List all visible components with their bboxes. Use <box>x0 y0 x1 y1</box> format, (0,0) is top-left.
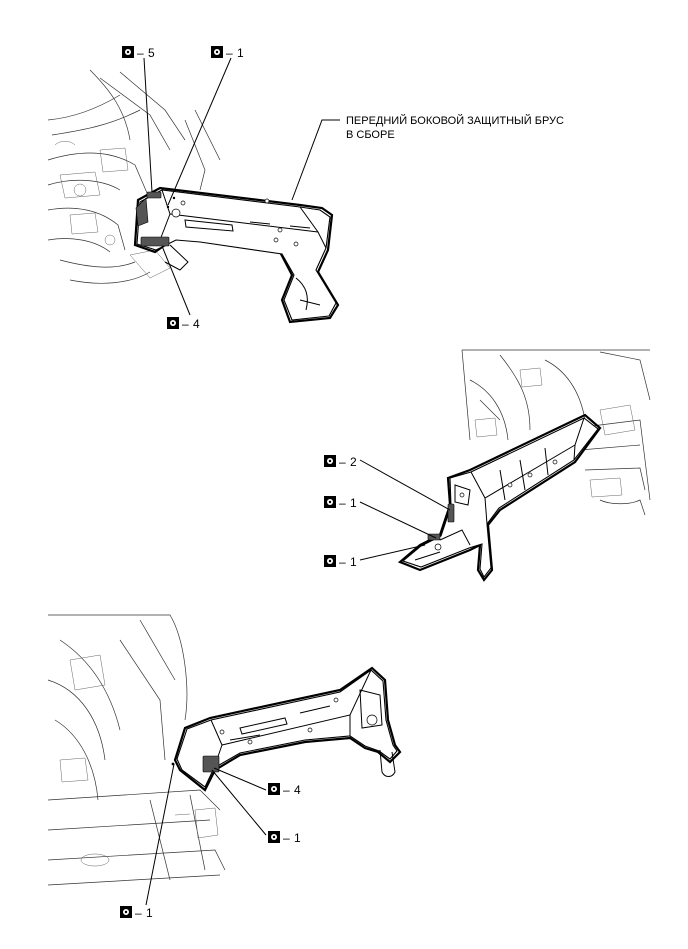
view-2-side-member-rail <box>397 413 602 582</box>
callout-separator: – <box>283 831 290 845</box>
callout-weld-5: – 5 <box>122 46 155 60</box>
part-label-line-1: ПЕРЕДНИЙ БОКОВОЙ ЗАЩИТНЫЙ БРУС <box>346 114 564 127</box>
callout-weld-1: – 1 <box>211 46 244 60</box>
weld-spot-symbol-icon <box>324 496 336 508</box>
callout-number: 1 <box>350 555 357 569</box>
view-3-body-structure <box>47 614 226 886</box>
weld-spot-symbol-icon <box>268 831 280 843</box>
callout-weld-2: – 2 <box>324 455 357 469</box>
weld-spot-symbol-icon <box>120 906 132 918</box>
callout-separator: – <box>283 783 290 797</box>
view-3: – 4 – 1 – 1 <box>47 614 402 920</box>
callout-number: 4 <box>294 783 301 797</box>
callout-separator: – <box>182 317 189 331</box>
callout-separator: – <box>339 455 346 469</box>
callout-weld-1: – 1 <box>324 496 357 510</box>
weld-spot-symbol-icon <box>122 46 134 58</box>
view-2: – 2 – 1 – 1 <box>324 349 651 582</box>
callout-number: 1 <box>237 46 244 60</box>
view-1-body-structure <box>47 69 221 284</box>
view-3-side-member-rail <box>171 666 402 792</box>
part-label-line-2: В СБОРЕ <box>346 129 395 141</box>
callout-separator: – <box>137 46 144 60</box>
callout-weld-4: – 4 <box>268 783 301 797</box>
weld-spot-symbol-icon <box>167 317 179 329</box>
view-1: ПЕРЕДНИЙ БОКОВОЙ ЗАЩИТНЫЙ БРУС В СБОРЕ –… <box>47 46 564 331</box>
weld-spot-symbol-icon <box>324 455 336 467</box>
callout-separator: – <box>135 906 142 920</box>
callout-separator: – <box>226 46 233 60</box>
callout-number: 5 <box>148 46 155 60</box>
view-1-side-member-rail <box>133 186 340 324</box>
callout-weld-1: – 1 <box>268 831 301 845</box>
callout-separator: – <box>339 496 346 510</box>
callout-number: 2 <box>350 455 357 469</box>
callout-weld-1: – 1 <box>120 906 153 920</box>
callout-weld-1: – 1 <box>324 555 357 569</box>
callout-number: 1 <box>294 831 301 845</box>
weld-spot-symbol-icon <box>324 555 336 567</box>
weld-spot-symbol-icon <box>211 46 223 58</box>
callout-number: 1 <box>146 906 153 920</box>
callout-separator: – <box>339 555 346 569</box>
view-2-body-structure <box>461 349 651 516</box>
callout-number: 4 <box>193 317 200 331</box>
weld-spot-symbol-icon <box>268 783 280 795</box>
callout-number: 1 <box>350 496 357 510</box>
callout-weld-4: – 4 <box>167 317 200 331</box>
